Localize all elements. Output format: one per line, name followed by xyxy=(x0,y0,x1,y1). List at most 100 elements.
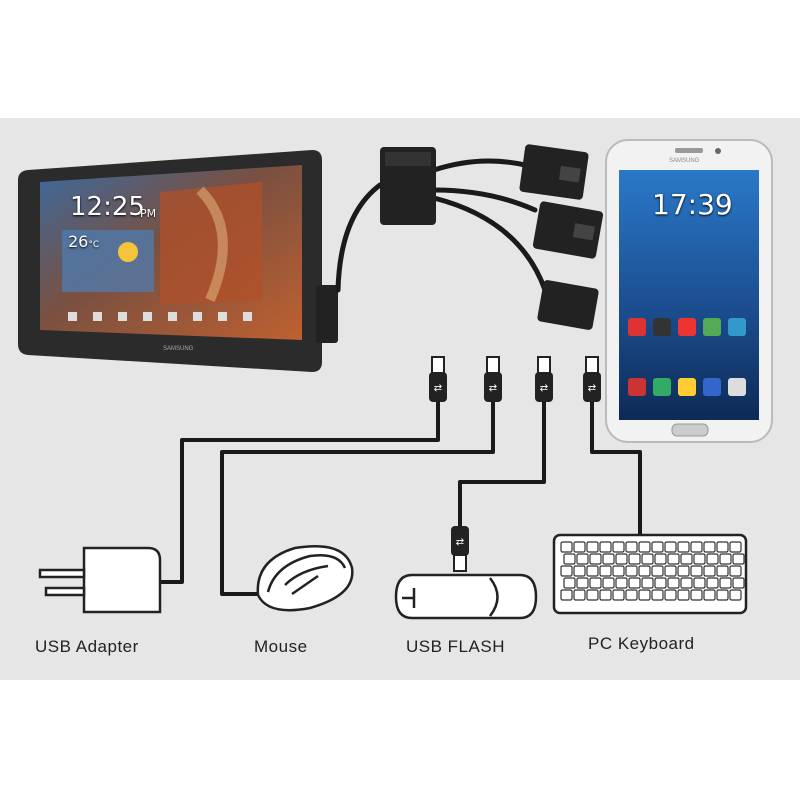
svg-text:⇄: ⇄ xyxy=(540,383,548,394)
keyboard-key xyxy=(560,565,573,577)
phone-app-row-2 xyxy=(628,378,746,396)
otg-hub-cable xyxy=(335,158,548,293)
keyboard-key xyxy=(706,553,719,565)
weather-sun-icon xyxy=(118,242,138,262)
label-mouse: Mouse xyxy=(254,637,308,656)
keyboard-key xyxy=(677,541,690,553)
keyboard-key xyxy=(703,589,716,601)
label-pc-keyboard: PC Keyboard xyxy=(588,634,695,653)
keyboard-key xyxy=(573,589,586,601)
svg-text:⇄: ⇄ xyxy=(489,383,497,394)
phone-clock: 17:39 xyxy=(652,188,733,221)
keyboard-key xyxy=(576,553,589,565)
usb-flash-drive-icon xyxy=(394,573,538,620)
keyboard-key xyxy=(716,589,729,601)
tablet-brand: SAMSUNG xyxy=(163,346,194,352)
mouse-icon xyxy=(256,544,354,612)
keyboard-key xyxy=(729,541,742,553)
cable-usb-flash xyxy=(458,400,546,528)
keyboard-key xyxy=(563,577,576,589)
keyboard-key xyxy=(628,553,641,565)
keyboard-key xyxy=(563,553,576,565)
male-usb-plug-flash: ⇄ xyxy=(451,526,469,572)
keyboard-key xyxy=(586,541,599,553)
keyboard-key xyxy=(641,577,654,589)
keyboard-key xyxy=(719,553,732,565)
keyboard-key xyxy=(638,589,651,601)
svg-text:⇄: ⇄ xyxy=(588,383,596,394)
tablet-temperature: 26°C xyxy=(68,232,100,251)
keyboard-key xyxy=(706,577,719,589)
keyboard-key xyxy=(625,589,638,601)
keyboard-key xyxy=(586,565,599,577)
keyboard-key xyxy=(638,541,651,553)
keyboard-key xyxy=(612,589,625,601)
keyboard-key xyxy=(729,565,742,577)
keyboard-key xyxy=(654,577,667,589)
keyboard-key xyxy=(680,577,693,589)
otg-hub-connectors xyxy=(380,144,604,330)
male-usb-plug-4: ⇄ xyxy=(583,356,601,402)
svg-text:⇄: ⇄ xyxy=(434,383,442,394)
keyboard-key xyxy=(693,577,706,589)
phone-device xyxy=(605,139,773,443)
svg-text:⇄: ⇄ xyxy=(456,537,464,548)
cable-usb-adapter xyxy=(160,400,440,584)
keyboard-key xyxy=(612,565,625,577)
keyboard-key xyxy=(615,577,628,589)
keyboard-key xyxy=(641,553,654,565)
female-usb-port-2 xyxy=(532,201,604,259)
keyboard-key xyxy=(599,541,612,553)
keyboard-key xyxy=(586,589,599,601)
female-usb-port-1 xyxy=(519,144,589,200)
usb-adapter-icon xyxy=(38,546,162,614)
keyboard-key xyxy=(602,577,615,589)
keyboard-key xyxy=(664,541,677,553)
tablet-device xyxy=(18,150,338,372)
keyboard-key xyxy=(602,553,615,565)
keyboard-key xyxy=(680,553,693,565)
male-usb-plug-3: ⇄ xyxy=(535,356,553,402)
keyboard-key xyxy=(625,565,638,577)
keyboard-key xyxy=(703,565,716,577)
male-usb-plug-1: ⇄ xyxy=(429,356,447,402)
keyboard-key xyxy=(690,565,703,577)
keyboard-key xyxy=(638,565,651,577)
keyboard-key xyxy=(664,589,677,601)
phone-brand: SAMSUNG xyxy=(669,158,700,164)
hub-splitter-block xyxy=(380,147,436,225)
male-usb-plug-2: ⇄ xyxy=(484,356,502,402)
keyboard-key xyxy=(690,589,703,601)
keyboard-key xyxy=(732,577,745,589)
keyboard-key xyxy=(651,589,664,601)
keyboard-key xyxy=(560,541,573,553)
label-usb-flash: USB FLASH xyxy=(406,637,505,656)
keyboard-key xyxy=(576,577,589,589)
keyboard-key xyxy=(729,589,742,601)
keyboard-key xyxy=(667,553,680,565)
pc-keyboard-icon xyxy=(552,533,748,615)
keyboard-key xyxy=(612,541,625,553)
keyboard-key xyxy=(654,553,667,565)
keyboard-key xyxy=(703,541,716,553)
keyboard-key xyxy=(651,565,664,577)
keyboard-key xyxy=(628,577,641,589)
keyboard-key xyxy=(599,565,612,577)
keyboard-key xyxy=(573,565,586,577)
tablet-clock-ampm: PM xyxy=(140,207,157,220)
phone-app-row-1 xyxy=(628,318,746,336)
cable-pc-keyboard xyxy=(590,400,642,540)
keyboard-key xyxy=(690,541,703,553)
keyboard-key xyxy=(589,577,602,589)
keyboard-key xyxy=(732,553,745,565)
keyboard-key xyxy=(716,541,729,553)
tablet-otg-plug xyxy=(316,285,338,343)
keyboard-key xyxy=(664,565,677,577)
keyboard-key xyxy=(615,553,628,565)
keyboard-key xyxy=(573,541,586,553)
cable-mouse xyxy=(220,400,495,596)
device-cables xyxy=(160,400,642,596)
label-usb-adapter: USB Adapter xyxy=(35,637,139,656)
keyboard-key xyxy=(560,589,573,601)
